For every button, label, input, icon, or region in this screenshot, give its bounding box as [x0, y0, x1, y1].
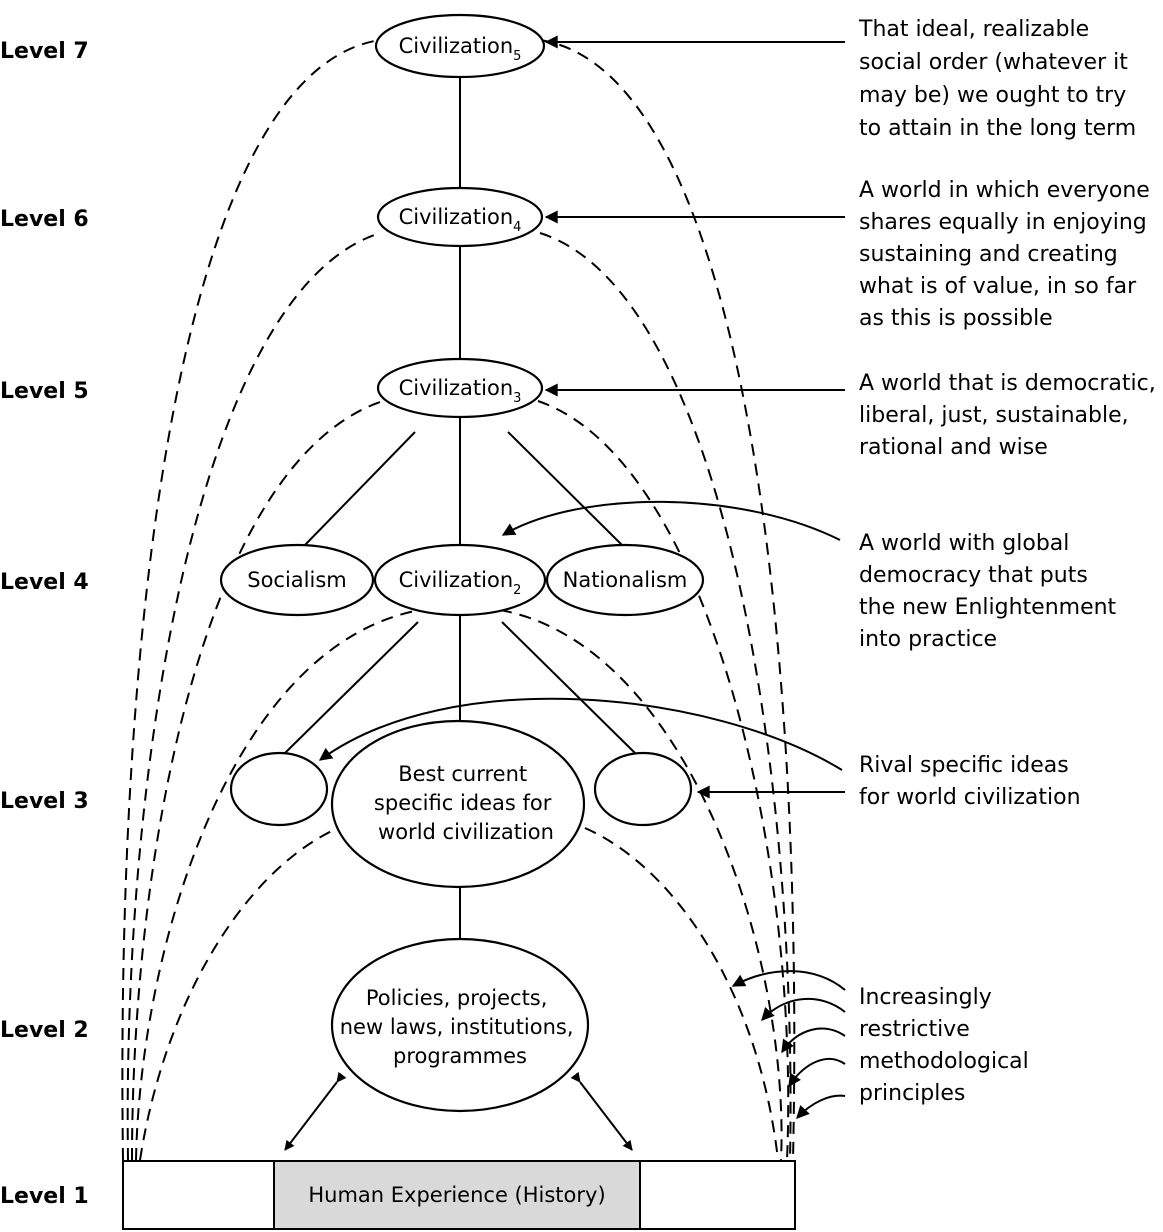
- best-ideas-line-1: Best current: [398, 762, 527, 786]
- connector-civ2-rival-left: [284, 621, 419, 754]
- connector-civ3-nationalism: [507, 431, 623, 546]
- civilization-5-label: Civilization: [399, 34, 514, 58]
- socialism-label: Socialism: [247, 568, 347, 592]
- dashed-arc-level7: [121, 39, 796, 1161]
- arrow-principle-3: [781, 1027, 846, 1054]
- dashed-arc-level4: [135, 609, 783, 1161]
- civilization-3-label: Civilization: [399, 376, 514, 400]
- level-6-label: Level 6: [0, 207, 89, 232]
- svg-text:Civilization2: Civilization2: [399, 568, 522, 598]
- node-policies: Policies, projects, new laws, institutio…: [330, 937, 590, 1113]
- best-ideas-line-3: world civilization: [378, 820, 554, 844]
- arrow-principle-4: [788, 1058, 846, 1088]
- node-best-current-ideas: Best current specific ideas for world ci…: [330, 719, 586, 889]
- civilization-4-label: Civilization: [399, 205, 514, 229]
- connector-civ3-socialism: [304, 431, 416, 546]
- arrow-principle-2: [761, 997, 846, 1021]
- arrow-policies-experience-right: [570, 1071, 633, 1151]
- dashed-arc-level5: [131, 400, 790, 1161]
- annotation-level2: Increasingly restrictive methodological …: [859, 985, 1036, 1106]
- level-3-label: Level 3: [0, 789, 89, 814]
- arrow-principle-5: [796, 1094, 846, 1119]
- dashed-arc-level3: [139, 827, 779, 1161]
- human-experience-bar: Human Experience (History): [122, 1160, 796, 1230]
- node-rival-idea-left: [229, 751, 329, 827]
- level-5-label: Level 5: [0, 379, 89, 404]
- level-labels: Level 7 Level 6 Level 5 Level 4 Level 3 …: [0, 39, 89, 1209]
- node-nationalism: Nationalism: [545, 543, 705, 617]
- level-7-label: Level 7: [0, 39, 89, 64]
- node-rival-idea-right: [593, 751, 693, 827]
- annotation-level5: A world that is democratic, liberal, jus…: [859, 371, 1163, 460]
- annotations: That ideal, realizable social order (wha…: [858, 17, 1163, 1106]
- connector-civ2-rival-right: [501, 621, 636, 754]
- node-civilization-3: Civilization3: [376, 357, 544, 419]
- annotation-level4: A world with global democracy that puts …: [859, 531, 1123, 652]
- arrow-policies-experience-left: [284, 1071, 347, 1151]
- annotation-level6: A world in which everyone shares equally…: [859, 178, 1157, 331]
- annotation-level7: That ideal, realizable social order (wha…: [858, 17, 1136, 141]
- human-experience-label: Human Experience (History): [308, 1183, 605, 1207]
- policies-line-1: Policies, projects,: [366, 986, 548, 1010]
- dashed-arc-level6: [126, 232, 792, 1161]
- arrow-level4: [501, 500, 841, 541]
- dashed-arcs: [121, 39, 796, 1161]
- node-civilization-4: Civilization4: [376, 186, 544, 248]
- arrow-rival-left: [318, 697, 843, 771]
- tree-connectors: [284, 76, 636, 1151]
- svg-text:Civilization3: Civilization3: [399, 376, 522, 406]
- best-ideas-line-2: specific ideas for: [374, 791, 552, 815]
- svg-text:Civilization5: Civilization5: [399, 34, 522, 64]
- annotation-arrows: [318, 35, 846, 1119]
- experience-bar-history: [273, 1160, 641, 1230]
- level-4-label: Level 4: [0, 570, 89, 595]
- civilization-2-label: Civilization: [399, 568, 514, 592]
- nationalism-label: Nationalism: [563, 568, 688, 592]
- node-civilization-5: Civilization5: [374, 13, 546, 79]
- node-civilization-2: Civilization2: [373, 543, 547, 617]
- arrow-principle-1: [731, 970, 846, 991]
- level-1-label: Level 1: [0, 1184, 89, 1209]
- svg-text:Best current specific id: Best current specific ideas for world ci…: [374, 762, 558, 844]
- policies-line-2: new laws, institutions,: [340, 1015, 574, 1039]
- svg-text:Policies, projects, new: Policies, projects, new laws, institutio…: [340, 986, 580, 1068]
- level-2-label: Level 2: [0, 1018, 89, 1043]
- annotation-level3: Rival specific ideas for world civilizat…: [859, 753, 1081, 810]
- svg-text:Civilization4: Civilization4: [399, 205, 522, 235]
- policies-line-3: programmes: [393, 1044, 527, 1068]
- node-socialism: Socialism: [219, 543, 375, 617]
